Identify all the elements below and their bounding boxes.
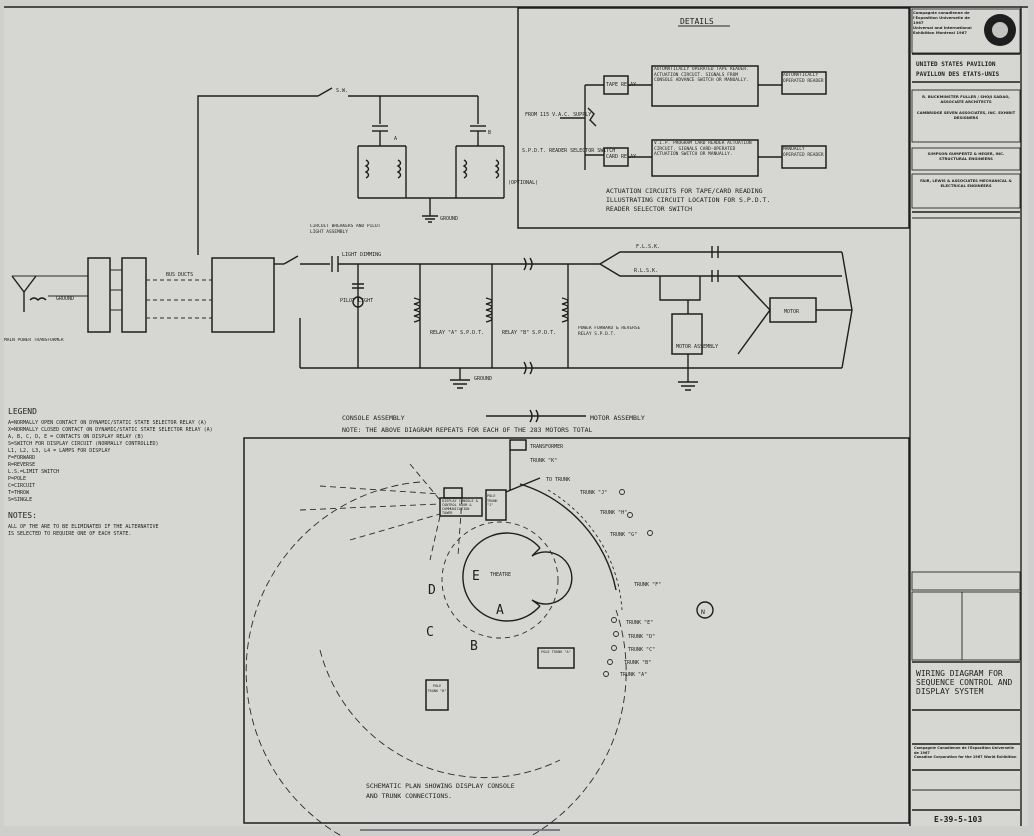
expo-line-2: Universal and International Exhibition M… [913,25,972,35]
plan-caption-2: AND TRUNK CONNECTIONS. [366,792,452,800]
trunk-g: TRUNK "G" [610,532,637,538]
selector-switch-label: S.P.D.T. READER SELECTOR SWITCH [522,148,615,154]
main-power-circuit: GROUND MAIN POWER TRANSFORMER BUS DUCTS … [4,224,853,391]
legend-item: F=FORWARD [8,455,35,461]
fwd-label: F.L.S.K. [636,244,660,250]
motor-winding: MOTOR [784,309,800,315]
legend-item: L.S.=LIMIT SWITCH [8,469,59,475]
sw-label: S.W. [336,88,348,94]
zone-e: E [472,569,480,584]
legend-item: X=NORMALLY CLOSED CONTACT ON DYNAMIC/STA… [8,427,213,433]
pole-trunk-b-box: POLE TRUNK "B" [427,684,447,693]
relay-a-label: RELAY "A" S.P.D.T. [430,330,484,336]
north-arrow-icon: N [701,608,705,616]
relay-b-label: RELAY "B" S.P.D.T. [502,330,556,336]
note-line: ALL OF THE ARE TO BE ELIMINATED IF THE A… [8,524,159,530]
assembly-note: CONSOLE ASSEMBLY MOTOR ASSEMBLY NOTE: TH… [342,409,645,434]
details-title: DETAILS [680,17,714,26]
upper-lamp-circuit: S.W. A B (OPTIONAL) GROUND [197,87,538,255]
optional-label: (OPTIONAL) [508,180,538,186]
legend-item: T=THROW [8,490,30,496]
associates-text: CAMBRIDGE SEVEN ASSOCIATES, INC. EXHIBIT… [916,110,1016,120]
details-panel: DETAILS FROM 115 V.A.C. SUPPLY S.P.D.T. … [517,7,910,229]
light-dimming-label: LIGHT DIMMING [342,252,381,258]
rev-label: R.L.S.K. [634,268,658,274]
tape-reader-desc: AUTOMATICALLY OPERATED TAPE READER. ACTU… [654,67,749,83]
engineers2-text: FAIR, LEWIS & ASSOCIATES MECHANICAL & EL… [920,178,1012,188]
console-label: DISPLAY CONSOLE & CONTROL ROOM & COMMUNI… [442,499,478,515]
card-relay-box: CARD RELAY [606,154,636,160]
legend-item: C=CIRCUIT [8,483,35,489]
relay-c-label: POWER FORWARD & REVERSE RELAY S.P.D.T. [578,326,641,337]
pavilion-en: UNITED STATES PAVILION [916,61,996,68]
details-caption-1: ACTUATION CIRCUITS FOR TAPE/CARD READING [606,187,763,195]
owner-line-1: Compagnie Canadienne de l'Exposition Uni… [914,746,1015,755]
trunk-c: TRUNK "C" [628,647,655,653]
pavilion-fr: PAVILLON DES ETATS-UNIS [916,71,999,78]
trunk-h: TRUNK "H" [600,510,627,516]
supply-label: FROM 115 V.A.C. SUPPLY [525,112,591,118]
details-caption-3: READER SELECTOR SWITCH [606,205,692,213]
auto-reader-box: AUTOMATICALLY OPERATED READER [783,73,824,84]
legend-item: A=NORMALLY OPEN CONTACT ON DYNAMIC/STATI… [8,420,207,426]
legend-item: S=SWITCH FOR DISPLAY CIRCUIT (NORMALLY C… [8,441,159,447]
trunk-k: TRUNK "K" [530,458,557,464]
bus-ducts-label: BUS DUCTS [166,272,193,278]
drawing-number: E-39-5-103 [934,815,982,824]
trunk-f: TRUNK "F" [634,582,661,588]
notes-title: NOTES: [8,511,37,520]
schematic-plan: THEATRE A B C D E TRANSFORMER DISPLAY CO… [243,437,910,836]
legend-item: L1, L2, L3, L4 = LAMPS FOR DISPLAY [8,448,110,454]
trunk-d: TRUNK "D" [628,634,655,640]
zone-a: A [496,603,504,618]
manual-reader-box: MANUALLY OPERATED READER [783,147,824,158]
note-line: IS SELECTED TO REQUIRE ONE OF EACH STATE… [8,531,131,537]
legend-title: LEGEND [8,407,37,416]
to-trunk-label: TO TRUNK [546,477,570,483]
pilot-light-label: PILOT LIGHT [340,298,373,304]
main-ground-label: GROUND [56,296,74,302]
bus-ground-label: GROUND [474,376,492,382]
owner-line-2: Canadian Corporation for the 1967 World … [914,755,1017,759]
drawing-title-1: WIRING DIAGRAM FOR [916,669,1003,678]
zone-d: D [428,583,436,598]
cap-b-label: B [488,130,491,136]
legend-item: R=REVERSE [8,462,35,468]
trunk-a: TRUNK "A" [620,672,647,678]
title-block: Compagnie canadienne de l'Exposition Uni… [911,8,1021,824]
drawing-title-3: DISPLAY SYSTEM [916,687,984,696]
breaker-label: CIRCUIT BREAKERS AND PILOT LIGHT ASSEMBL… [310,224,381,235]
pole-trunk-a-box: POLE TRUNK "A" [541,650,571,654]
pole-trunk-j-box: POLE TRUNK "J" [487,494,498,507]
legend: LEGEND A=NORMALLY OPEN CONTACT ON DYNAMI… [8,407,213,537]
legend-item: P=POLE [8,476,26,482]
zone-c: C [426,625,434,640]
theatre-label: THEATRE [490,572,511,578]
trunk-b: TRUNK "B" [624,660,651,666]
note-text: NOTE: THE ABOVE DIAGRAM REPEATS FOR EACH… [342,426,593,434]
architect-text: R. BUCKMINSTER FULLER / SHOJI SADAO, ASS… [922,94,1010,104]
engineers-text: SIMPSON GUMPERTZ & HEGER, INC. STRUCTURA… [927,151,1005,161]
console-assembly-label: CONSOLE ASSEMBLY [342,414,405,422]
upper-ground-label: GROUND [440,216,458,222]
trunk-j: TRUNK "J" [580,490,607,496]
cap-a-label: A [394,136,397,142]
trunk-e: TRUNK "E" [626,620,653,626]
drawing-title-2: SEQUENCE CONTROL AND [916,678,1013,687]
motor-assembly-label: MOTOR ASSEMBLY [590,414,645,422]
card-reader-desc: V.I.P. PROGRAM CARD READER ACTUATION CIR… [654,141,752,157]
main-power-label: MAIN POWER TRANSFORMER [4,338,64,343]
legend-item: A, B, C, D, E = CONTACTS ON DISPLAY RELA… [8,434,143,440]
details-caption-2: ILLUSTRATING CIRCUIT LOCATION FOR S.P.D.… [606,196,770,204]
tape-relay-box: TAPE RELAY [606,82,636,88]
expo-line-1: Compagnie canadienne de l'Exposition Uni… [913,10,970,25]
legend-item: S=SINGLE [8,497,32,503]
plan-caption-1: SCHEMATIC PLAN SHOWING DISPLAY CONSOLE [366,782,515,790]
transformer-label: TRANSFORMER [530,444,564,450]
motor-box-label: MOTOR ASSEMBLY [676,344,718,350]
zone-b: B [470,639,478,654]
